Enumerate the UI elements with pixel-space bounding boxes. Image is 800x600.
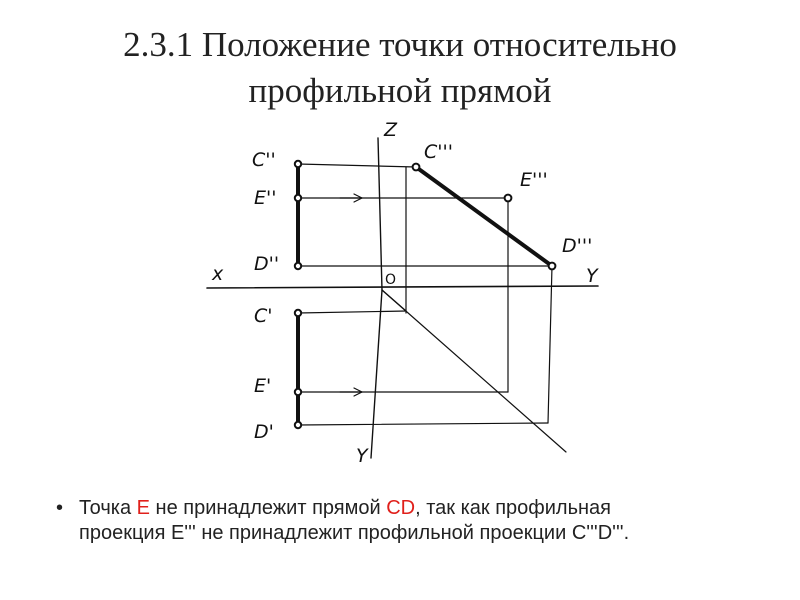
line-cd-highlight: CD [386, 497, 416, 519]
link-d1 [297, 422, 549, 426]
slide-title-line-1: 2.3.1 Положение точки относительно [123, 25, 677, 64]
arrow-e1-head [353, 387, 363, 397]
slide-title: 2.3.1 Положение точки относительно профи… [0, 22, 800, 114]
point-c3 [411, 162, 421, 172]
slide-title-line-2: профильной прямой [248, 71, 552, 110]
point-e3 [503, 193, 513, 203]
point-e1 [293, 387, 303, 397]
explanation-text-part-2: не принадлежит прямой [149, 497, 387, 519]
link-c2-c3 [297, 163, 417, 168]
label-y-axis-bottom: Y [356, 445, 369, 467]
point-e-highlight: E [136, 497, 150, 519]
profile-projection-cd [414, 165, 554, 268]
label-x-axis: x [211, 263, 224, 285]
point-d3 [547, 261, 557, 271]
label-c3: C''' [424, 141, 453, 163]
point-c2 [293, 159, 303, 169]
explanation-item: • Точка E не принадлежит прямой CD, так к… [56, 496, 696, 546]
label-e3: E''' [520, 169, 548, 191]
label-d3: D''' [562, 235, 592, 257]
y-axis-line-lower [370, 289, 383, 459]
label-z-axis: Z [383, 119, 398, 141]
label-e1: E' [254, 375, 271, 397]
explanation-text-part-3: , так как профильная проекция E''' не пр… [79, 497, 630, 544]
explanation-text-part-1: Точка [79, 497, 137, 519]
point-d2 [293, 261, 303, 271]
label-c1: C' [254, 305, 273, 327]
explanation-list: • Точка E не принадлежит прямой CD, так к… [56, 496, 696, 546]
label-y-axis-right: Y [586, 265, 599, 287]
label-d2: D'' [254, 253, 279, 275]
point-d1 [293, 420, 303, 430]
label-origin: O [385, 272, 396, 288]
constant-line [381, 289, 567, 453]
point-e2 [293, 193, 303, 203]
bullet-marker: • [56, 497, 64, 519]
x-axis-line [206, 285, 599, 289]
label-e2: E'' [254, 187, 276, 209]
arrow-e2-head [353, 193, 363, 203]
vertical-d3 [547, 265, 553, 424]
z-axis-line [377, 137, 383, 291]
point-c1 [293, 308, 303, 318]
link-c1 [297, 310, 407, 314]
transfer-c [381, 289, 407, 312]
label-d1: D' [254, 421, 274, 443]
label-c2: C'' [252, 149, 276, 171]
